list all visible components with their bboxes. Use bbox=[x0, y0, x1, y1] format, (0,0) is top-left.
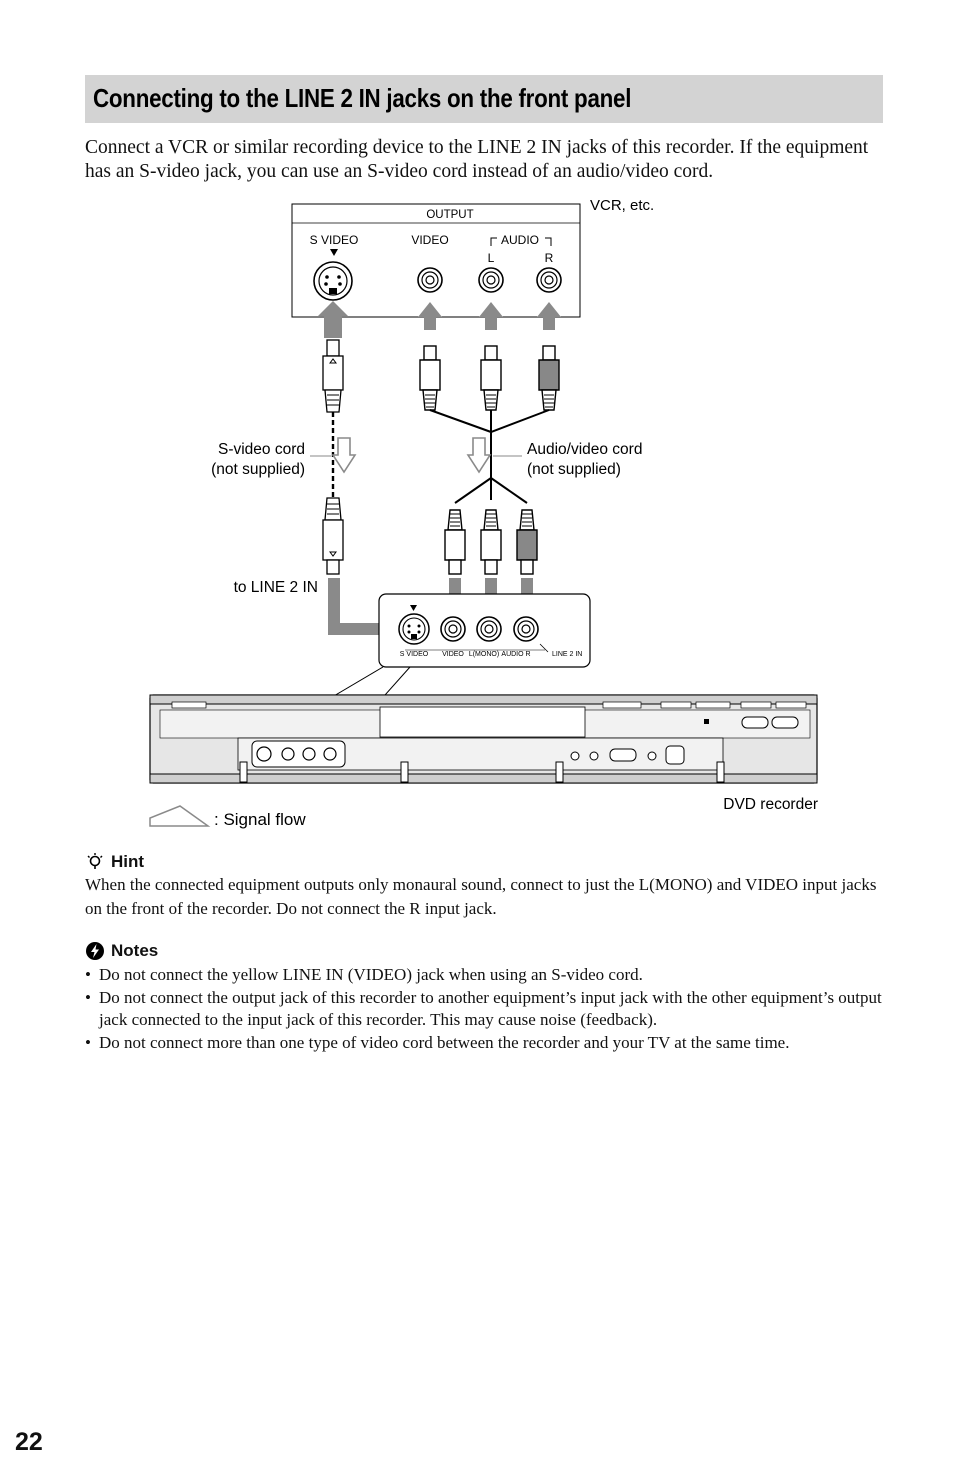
to-line2-label: to LINE 2 IN bbox=[234, 579, 318, 596]
vcr-audio-r-jack bbox=[536, 267, 562, 293]
panel-video-jack bbox=[440, 616, 466, 642]
vcr-left-label: L bbox=[488, 251, 495, 265]
signal-arrows-vcr bbox=[318, 301, 561, 338]
panel-svideo-label: S VIDEO bbox=[400, 651, 429, 658]
vcr-video-label: VIDEO bbox=[411, 233, 448, 247]
connection-diagram: VCR, etc. OUTPUT S VIDEO VIDEO AUDIO L R bbox=[149, 197, 818, 829]
panel-video-label: VIDEO bbox=[442, 651, 464, 658]
list-item: Do not connect the yellow LINE IN (VIDEO… bbox=[85, 964, 885, 987]
panel-audio-r-jack bbox=[513, 616, 539, 642]
av-plug-video-top bbox=[419, 345, 441, 411]
av-cord-label: Audio/video cord bbox=[527, 441, 642, 458]
hint-text: When the connected equipment outputs onl… bbox=[85, 875, 877, 918]
hint-heading: Hint bbox=[85, 852, 144, 872]
svideo-plug-top bbox=[322, 339, 344, 413]
panel-audio-r-label: AUDIO R bbox=[501, 651, 530, 658]
vcr-svideo-label: S VIDEO bbox=[310, 233, 359, 247]
svideo-cord-supplied: (not supplied) bbox=[211, 461, 305, 478]
vcr-label: VCR, etc. bbox=[590, 197, 654, 214]
svideo-plug-bottom bbox=[322, 497, 344, 575]
av-plug-audio-r-bottom bbox=[516, 509, 538, 575]
vcr-audio-l-jack bbox=[478, 267, 504, 293]
notes-bolt-icon bbox=[86, 942, 104, 960]
hint-title: Hint bbox=[111, 852, 145, 871]
panel-lmono-jack bbox=[476, 616, 502, 642]
av-plug-video-bottom bbox=[444, 509, 466, 575]
av-plug-audio-l-bottom bbox=[480, 509, 502, 575]
notes-heading: Notes bbox=[85, 941, 158, 961]
page-title: Connecting to the LINE 2 IN jacks on the… bbox=[93, 83, 632, 113]
av-plug-audio-r-top bbox=[538, 345, 560, 411]
page-number: 22 bbox=[15, 1428, 43, 1456]
panel-line2-label: LINE 2 IN bbox=[552, 651, 582, 658]
list-item: Do not connect the output jack of this r… bbox=[85, 987, 885, 1032]
av-plug-audio-l-top bbox=[480, 345, 502, 411]
svideo-signal-arrow bbox=[331, 437, 357, 474]
panel-lmono-label: L(MONO) bbox=[469, 651, 499, 658]
dvd-recorder-label: DVD recorder bbox=[723, 796, 818, 813]
section-heading: Connecting to the LINE 2 IN jacks on the… bbox=[85, 75, 883, 123]
vcr-audio-label: AUDIO bbox=[501, 233, 539, 247]
dvd-recorder bbox=[149, 694, 818, 784]
vcr-svideo-jack bbox=[313, 261, 353, 301]
intro-paragraph: Connect a VCR or similar recording devic… bbox=[85, 137, 869, 182]
lightbulb-icon bbox=[87, 853, 103, 869]
vcr-right-label: R bbox=[545, 251, 554, 265]
output-label: OUTPUT bbox=[426, 209, 473, 221]
signal-flow-legend-icon bbox=[149, 805, 211, 827]
vcr-video-jack bbox=[417, 267, 443, 293]
signal-flow-label: : Signal flow bbox=[214, 810, 306, 829]
av-cord-supplied: (not supplied) bbox=[527, 461, 621, 478]
svideo-marker-icon bbox=[330, 249, 338, 256]
list-item: Do not connect more than one type of vid… bbox=[85, 1032, 885, 1055]
notes-list: Do not connect the yellow LINE IN (VIDEO… bbox=[85, 964, 885, 1054]
av-signal-arrow bbox=[466, 437, 492, 474]
panel-svideo-jack bbox=[398, 613, 430, 645]
svideo-cord-label: S-video cord bbox=[218, 441, 305, 458]
notes-title: Notes bbox=[111, 941, 159, 960]
